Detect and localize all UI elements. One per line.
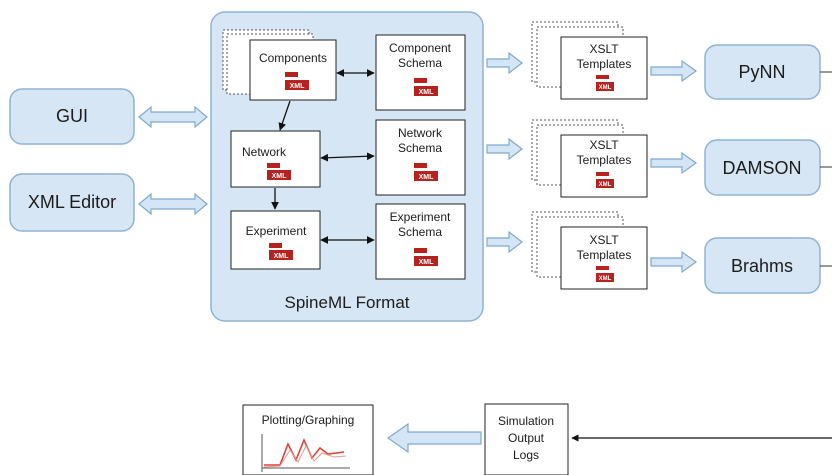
logs-to-plotting-arrow (386, 422, 482, 454)
xslt-templates-stack-pynn[interactable]: XSLT Templates XML (531, 21, 648, 100)
svg-text:XML: XML (272, 173, 288, 180)
xml-editor-box[interactable]: XML Editor (9, 173, 135, 232)
spineml-title: SpineML Format (284, 293, 409, 312)
component-schema-line-1: Component (389, 41, 452, 55)
network-box[interactable]: Network XML (230, 130, 321, 188)
pynn-label: PyNN (738, 62, 785, 82)
xml-editor-label: XML Editor (28, 192, 116, 212)
network-schema-line-2: Schema (398, 141, 442, 155)
svg-text:XML: XML (274, 253, 290, 260)
network-schema-box[interactable]: Network Schema XML (375, 119, 466, 196)
component-schema-line-2: Schema (398, 56, 442, 70)
logs-line-2: Output (508, 431, 545, 445)
xslt-label-line-1: XSLT (589, 233, 619, 247)
components-network-connector (278, 100, 291, 131)
xslt-label-line-2: Templates (577, 248, 632, 262)
experiment-label: Experiment (246, 224, 307, 238)
logs-line-3: Logs (513, 448, 539, 462)
xml-file-icon: XML (596, 266, 614, 282)
xml-file-icon: XML (414, 248, 438, 266)
experiment-schema-box[interactable]: Experiment Schema XML (375, 203, 466, 280)
xml-file-icon: XML (269, 243, 293, 260)
experiment-box[interactable]: Experiment XML (230, 210, 321, 270)
templates-to-pynn-arrow (650, 59, 698, 83)
network-schema-line-1: Network (398, 126, 443, 140)
xslt-label-line-2: Templates (577, 57, 632, 71)
plotting-box[interactable]: Plotting/Graphing (242, 404, 374, 475)
xslt-label-line-1: XSLT (589, 42, 619, 56)
xml-file-icon: XML (414, 163, 438, 181)
xslt-templates-stack-brahms[interactable]: XSLT Templates XML (531, 211, 648, 290)
svg-text:XML: XML (599, 85, 612, 91)
xml-file-icon: XML (596, 172, 614, 188)
xml-file-icon: XML (596, 75, 614, 91)
editor-panel-double-arrow (138, 192, 208, 216)
gui-panel-double-arrow (138, 105, 208, 129)
xml-file-icon: XML (414, 78, 438, 96)
svg-text:XML: XML (419, 174, 435, 181)
gui-label: GUI (56, 106, 88, 126)
svg-text:XML: XML (290, 83, 306, 90)
panel-to-templates-arrow-2 (486, 137, 523, 161)
damson-label: DAMSON (722, 158, 801, 178)
xml-file-icon: XML (285, 72, 309, 90)
line-graph-icon (261, 434, 350, 472)
experiment-schema-line-2: Schema (398, 225, 442, 239)
network-label: Network (242, 145, 287, 159)
damson-box[interactable]: DAMSON (704, 139, 821, 196)
svg-text:XML: XML (419, 259, 435, 266)
components-box[interactable]: Components XML (249, 39, 337, 101)
simulation-logs-box[interactable]: Simulation Output Logs (484, 403, 569, 475)
logs-line-1: Simulation (498, 414, 554, 428)
templates-to-brahms-arrow (650, 250, 698, 274)
panel-to-templates-arrow-1 (486, 51, 523, 75)
brahms-box[interactable]: Brahms (704, 237, 821, 294)
experiment-schema-line-1: Experiment (390, 210, 451, 224)
panel-to-templates-arrow-3 (486, 230, 523, 254)
gui-box[interactable]: GUI (9, 88, 135, 145)
brahms-label: Brahms (731, 256, 793, 276)
xslt-label-line-1: XSLT (589, 138, 619, 152)
svg-text:XML: XML (419, 89, 435, 96)
xml-file-icon: XML (267, 163, 291, 180)
templates-to-damson-arrow (650, 151, 698, 175)
component-schema-box[interactable]: Component Schema XML (375, 34, 466, 111)
svg-text:XML: XML (599, 276, 612, 282)
pynn-box[interactable]: PyNN (704, 44, 821, 100)
plotting-label: Plotting/Graphing (262, 413, 355, 427)
xslt-label-line-2: Templates (577, 153, 632, 167)
network-schema-connector (320, 152, 375, 162)
xslt-templates-stack-damson[interactable]: XSLT Templates XML (531, 119, 648, 198)
components-label: Components (259, 51, 327, 65)
svg-text:XML: XML (599, 182, 612, 188)
